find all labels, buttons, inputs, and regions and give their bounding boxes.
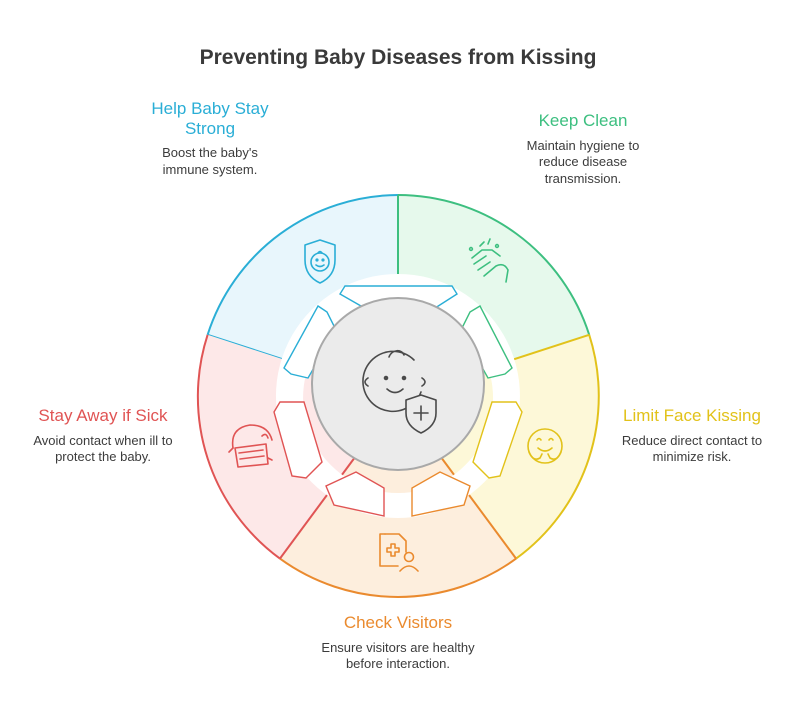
label-help-strong: Help Baby Stay Strong Boost the baby's i…: [125, 99, 295, 179]
description-line: Maintain hygiene to: [526, 137, 640, 153]
medical-record-person-icon: [379, 533, 419, 572]
heading-keep-clean: Keep Clean: [488, 111, 678, 131]
description-line: transmission.: [544, 171, 622, 187]
description-keep-clean: Maintain hygiene to reduce disease trans…: [488, 138, 678, 189]
center-circle: [311, 297, 485, 471]
hugging-face-icon: [527, 428, 563, 464]
description-line: Boost the baby's: [162, 145, 258, 161]
heading-line: Keep Clean: [538, 111, 628, 130]
baby-face-with-shield-icon: [362, 349, 437, 434]
description-stay-away-sick: Avoid contact when ill to protect the ba…: [18, 433, 188, 467]
description-line: reduce disease: [538, 154, 628, 170]
description-line: minimize risk.: [652, 449, 732, 465]
description-line: before interaction.: [345, 656, 451, 672]
heading-line: Strong: [184, 118, 236, 138]
face-mask-icon: [228, 424, 273, 468]
heading-stay-away-sick: Stay Away if Sick: [18, 406, 188, 426]
heading-line: Check Visitors: [343, 613, 453, 632]
heading-help-strong: Help Baby Stay Strong: [125, 99, 295, 138]
washing-hands-icon: [468, 238, 509, 283]
heading-check-visitors: Check Visitors: [298, 613, 498, 633]
description-help-strong: Boost the baby's immune system.: [125, 145, 295, 179]
baby-shield-icon: [304, 239, 336, 284]
description-line: Reduce direct contact to: [621, 432, 763, 448]
heading-line: Stay Away if Sick: [38, 406, 168, 425]
description-line: immune system.: [162, 161, 258, 177]
description-line: Ensure visitors are healthy: [321, 639, 475, 655]
label-keep-clean: Keep Clean Maintain hygiene to reduce di…: [488, 111, 678, 188]
label-check-visitors: Check Visitors Ensure visitors are healt…: [298, 613, 498, 673]
label-stay-away-sick: Stay Away if Sick Avoid contact when ill…: [18, 406, 188, 466]
heading-limit-kissing: Limit Face Kissing: [604, 406, 780, 426]
label-limit-kissing: Limit Face Kissing Reduce direct contact…: [604, 406, 780, 466]
description-line: Avoid contact when ill to: [33, 432, 173, 448]
inner-ring: [273, 274, 523, 518]
diagram-title: Preventing Baby Diseases from Kissing: [199, 46, 597, 69]
heading-line: Limit Face Kissing: [623, 406, 761, 425]
description-check-visitors: Ensure visitors are healthy before inter…: [298, 640, 498, 674]
description-limit-kissing: Reduce direct contact to minimize risk.: [604, 433, 780, 467]
heading-line: Help Baby Stay: [151, 99, 269, 118]
description-line: protect the baby.: [55, 449, 151, 465]
